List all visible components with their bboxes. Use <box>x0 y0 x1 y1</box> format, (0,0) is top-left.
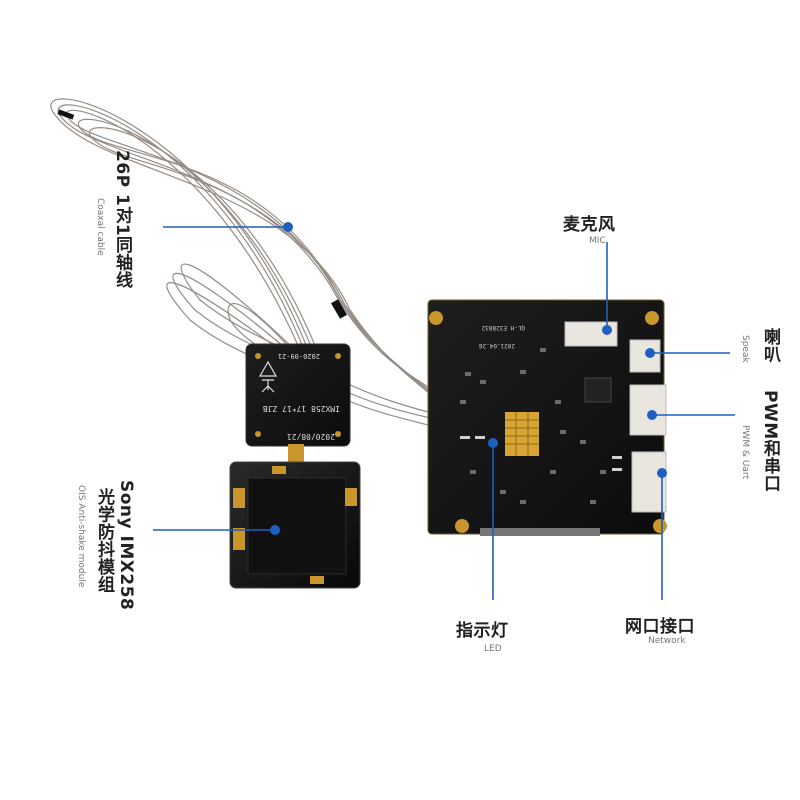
pointer-speaker <box>645 348 730 358</box>
coax-label-en: Coaxal cable <box>95 198 105 256</box>
mic-label-zh: 麦克风 <box>563 215 616 235</box>
small-board-text-1: 2020-09-21 <box>278 352 320 360</box>
sensor-label-zh2: 光学防抖模组 <box>94 488 114 593</box>
small-board-text-2: IMX258 17*17 ZJB <box>263 404 340 413</box>
pwm-label-en: PWM & Uart <box>740 425 750 480</box>
led-label-zh: 指示灯 <box>456 621 509 641</box>
small-board-text-3: 2020/08/21 <box>287 432 335 441</box>
sensor-label-zh1: Sony IMX258 <box>116 480 136 611</box>
pointer-coax <box>163 222 293 232</box>
mic-label-en: MIC <box>589 236 606 246</box>
sensor-label-en: OIS Anti-shake module <box>76 485 86 588</box>
pwm-label-zh: PWM和串口 <box>760 390 780 493</box>
coaxial-cable-bundle <box>50 98 449 429</box>
pointer-network <box>657 468 667 600</box>
network-label-zh: 网口接口 <box>625 617 695 637</box>
coax-label-zh: 26P 1对1同轴线 <box>112 150 132 289</box>
pointer-sensor <box>153 525 280 535</box>
camera-module <box>229 461 361 589</box>
pointer-mic <box>602 242 612 335</box>
pointer-pwm <box>647 410 735 420</box>
led-label-en: LED <box>484 644 502 654</box>
main-board-text-2: QL-H E328832 <box>481 324 525 331</box>
network-label-en: Network <box>648 636 686 646</box>
pointer-led <box>488 438 498 600</box>
main-board-text-1: 2021.04.26 <box>478 342 515 349</box>
speaker-label-en: Speak <box>740 335 750 363</box>
speaker-label-zh: 喇叭 <box>760 328 780 363</box>
main-board <box>427 299 667 536</box>
